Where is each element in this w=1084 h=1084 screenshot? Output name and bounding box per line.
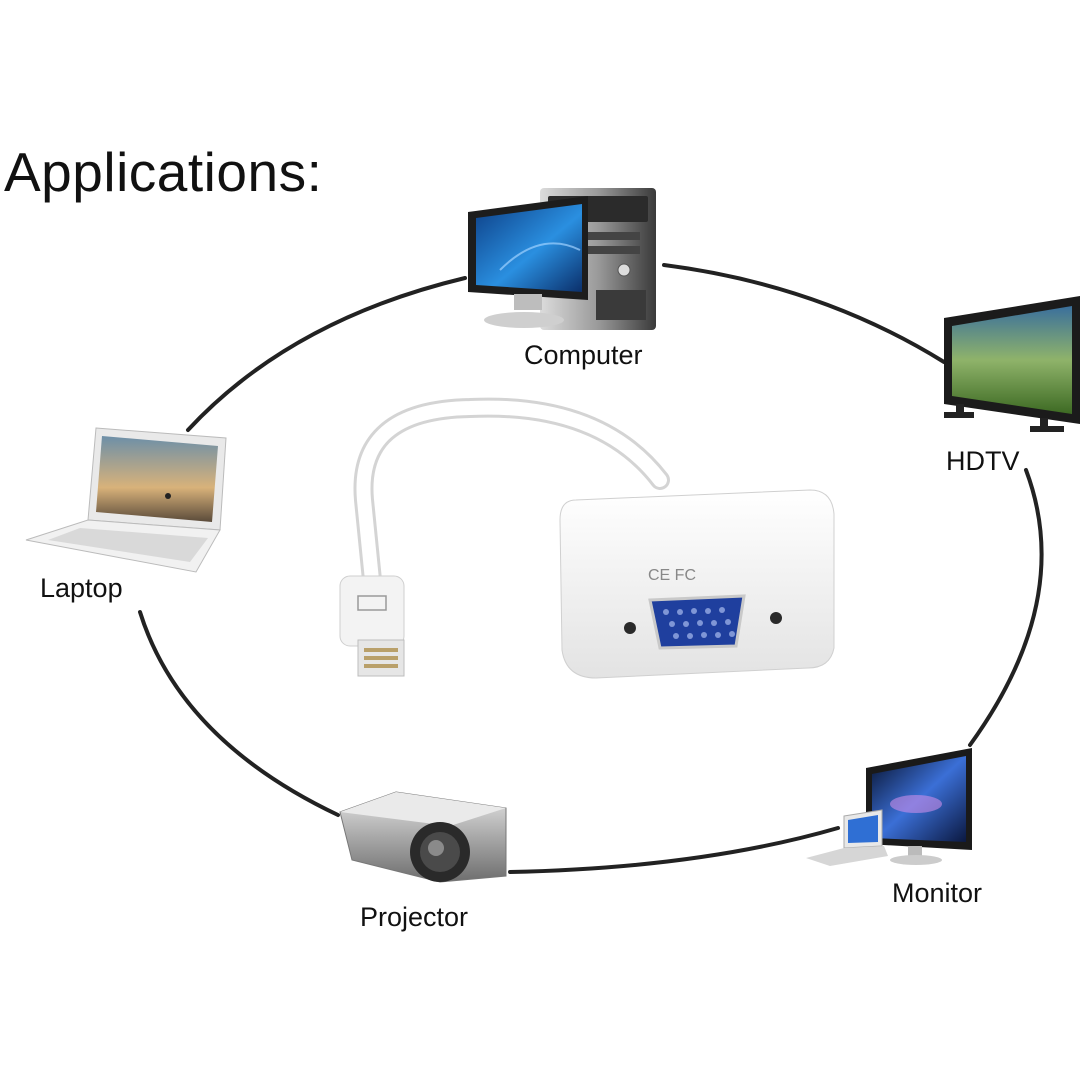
applications-heading: Applications: xyxy=(4,141,323,203)
ring-arc-monitor-projector xyxy=(508,826,840,874)
monitor-icon xyxy=(806,748,972,866)
projector-icon xyxy=(339,791,507,883)
connection-ring xyxy=(138,263,1044,874)
projector-label: Projector xyxy=(360,902,469,932)
ring-arc-hdtv-monitor xyxy=(968,468,1044,747)
laptop-icon xyxy=(25,427,227,573)
ring-arc-projector-laptop xyxy=(138,610,340,817)
ring-arc-laptop-computer xyxy=(186,276,467,432)
computer-label: Computer xyxy=(524,340,643,370)
hdtv-label: HDTV xyxy=(946,446,1020,476)
laptop-label: Laptop xyxy=(40,573,123,603)
mini-displayport-plug xyxy=(339,575,405,677)
hdtv-icon xyxy=(944,296,1080,432)
monitor-label: Monitor xyxy=(892,878,983,908)
adapter-cable xyxy=(353,397,670,590)
computer-icon xyxy=(468,188,656,330)
certification-markings: CE FC xyxy=(648,567,696,584)
vga-adapter-body: CE FC xyxy=(559,489,835,679)
ring-arc-computer-hdtv xyxy=(662,263,946,364)
